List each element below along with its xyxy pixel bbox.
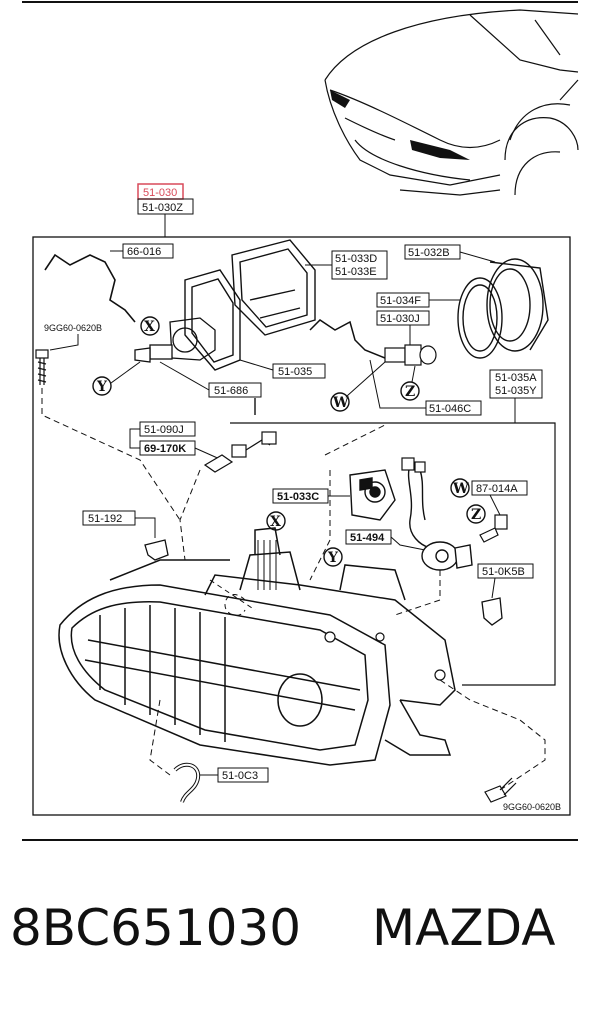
ref-y-leader [110,361,141,384]
headlamp-assembly [58,527,456,766]
clip-87-leader [489,494,501,516]
adjuster-label[interactable]: 51-035A [495,372,537,384]
side-wire-shape [309,319,386,359]
hose-inner [174,763,200,803]
cover-leader [459,251,496,263]
ref-z2-circle [466,504,486,524]
cover-label[interactable]: 51-032B [408,247,450,259]
assembly-dash-2 [179,469,201,561]
headlamp-housing-rear [231,239,316,336]
bracket-192-shape [144,539,169,561]
headlamp-fins [257,540,277,590]
ref-w-label: W [332,395,349,411]
clip-87-box [471,480,528,496]
nut-box [477,563,534,579]
bulb-socket-leader [159,361,210,391]
ref-y2-label: Y [327,550,339,566]
ring-shape [457,277,503,359]
screw-left-label[interactable]: 9GG60-0620B [44,323,102,333]
bulb-j-label[interactable]: 51-030J [380,313,420,325]
ref-w2-label: W [452,481,469,497]
ref-w2-circle [450,478,470,498]
assembly-dash-3 [439,679,546,791]
ref-y2-circle [323,547,343,567]
outer-frame [32,236,571,816]
ref-z-leader [411,365,416,383]
wire-harness-label[interactable]: 66-016 [127,246,161,258]
clip-k-label[interactable]: 69-170K [144,443,186,455]
hose-shape [173,762,201,803]
ref-z2-label: Z [471,507,481,523]
inner-frame [230,422,556,686]
gasket-box [331,250,388,280]
adjuster-alt-label[interactable]: 51-035Y [495,385,537,397]
car-sketch [324,9,579,196]
main-part-alt-label[interactable]: 51-030Z [142,202,183,214]
car-headlamp-right [410,140,470,160]
hose-label[interactable]: 51-0C3 [222,770,258,782]
ref-y-circle [92,376,112,396]
actuator-wire-2 [419,469,426,521]
mount-hole-3 [375,632,385,642]
bulb-j-box [376,310,430,326]
side-bulb-shape [384,344,437,366]
nut-label[interactable]: 51-0K5B [482,566,525,578]
main-part-label[interactable]: 51-030 [143,187,177,199]
ref-x-circle [140,316,160,336]
leveler-label[interactable]: 51-494 [350,532,385,544]
ref-y-label: Y [96,379,108,395]
ref-z-circle [400,381,420,401]
ring-label[interactable]: 51-034F [380,295,421,307]
wire-harness-shape [44,253,136,323]
clip-shape [203,431,277,473]
ref-w-leader [346,361,386,397]
clip-bracket-leader [129,428,140,449]
assembly-dash-4 [149,699,171,776]
leveler-shape [421,541,473,571]
ref-x-label: X [144,319,155,335]
clip-87-label[interactable]: 87-014A [476,483,518,495]
clip-j-label[interactable]: 51-090J [144,424,184,436]
screw-left-dash [41,388,181,521]
bracket-192-leader [135,517,156,538]
actuator-shape [349,469,396,521]
bulb-socket-label[interactable]: 51-686 [214,385,248,397]
cover-shape [486,258,549,352]
bracket-label[interactable]: 51-035 [278,366,312,378]
clip-87-shape [479,514,508,543]
caption: 8BC651030 MAZDA [0,888,600,968]
screw-left-shape [35,349,49,385]
leveler-dash [394,570,441,616]
bracket-box [272,363,326,379]
leveler-leader [390,536,426,551]
socket-c-leader [369,359,426,409]
actuator-dash [309,424,386,581]
adjuster-box [489,369,543,399]
ref-w-circle [330,392,350,412]
connector-shape [401,457,426,473]
actuator-label[interactable]: 51-033C [277,491,319,503]
mount-hole-2 [324,631,336,643]
socket-c-label[interactable]: 51-046C [429,403,471,415]
ref-x2-label: X [270,514,281,530]
nut-shape [481,597,503,626]
screw-right-shape [484,777,517,803]
nut-leader [491,577,496,599]
bracket-192-label[interactable]: 51-192 [88,513,122,525]
caption-part-number: 8BC651030 [10,899,302,957]
actuator-wire [407,464,431,549]
gasket-alt-label[interactable]: 51-033E [335,266,377,278]
caption-brand: MAZDA [372,899,556,957]
ref-z-label: Z [405,384,415,400]
bracket-leader [239,359,274,371]
car-headlamp-left [330,90,350,108]
screw-left-leader [49,334,79,351]
gasket-label[interactable]: 51-033D [335,253,377,265]
assembly-dash-1 [209,579,256,616]
screw-right-label[interactable]: 9GG60-0620B [503,802,561,812]
mount-hole-1 [434,669,446,681]
